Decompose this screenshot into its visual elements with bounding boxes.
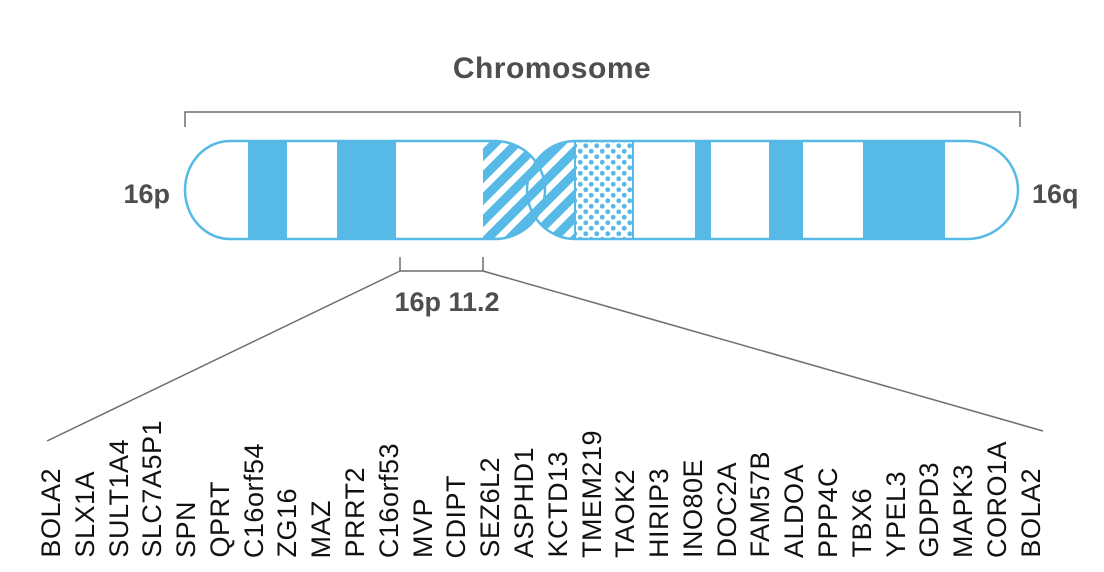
gene-label: BOLA2 [1015, 468, 1046, 558]
band-dots [576, 141, 632, 239]
gene-label: QPRT [204, 481, 235, 558]
gene-label: DOC2A [711, 462, 742, 558]
gene-label: SLC7A5P1 [137, 420, 168, 558]
gene-label: CORO1A [981, 440, 1012, 558]
gene-label: TMEM219 [576, 429, 607, 558]
gene-label: MAPK3 [948, 463, 979, 558]
gene-label: ZG16 [272, 488, 303, 558]
p-arm-outline [183, 139, 547, 241]
zoom-line-right [482, 270, 1044, 432]
gene-label: ALDOA [779, 463, 810, 558]
gene-label: ASPHD1 [508, 446, 539, 558]
gene-label: TBX6 [846, 488, 877, 558]
gene-label: MVP [407, 497, 438, 558]
q-arm-label: 16q [1032, 179, 1079, 209]
band-hatch [527, 141, 575, 239]
gene-label: GDPD3 [914, 462, 945, 558]
q-arm-outline [525, 139, 1020, 241]
gene-label: SULT1A4 [103, 439, 134, 558]
band-divider [574, 141, 576, 239]
region-bracket [399, 257, 484, 272]
gene-label: INO80E [677, 458, 708, 558]
zoom-line-left [46, 270, 401, 442]
band-solid [863, 141, 945, 239]
gene-label: HIRIP3 [644, 467, 675, 558]
region-label: 16p 11.2 [394, 287, 500, 317]
gene-label: PRRT2 [340, 467, 371, 558]
band-solid [695, 141, 711, 239]
gene-label: C16orf54 [238, 442, 269, 558]
gene-label: TAOK2 [610, 468, 641, 558]
gene-label: BOLA2 [36, 468, 66, 558]
band-solid [248, 141, 287, 239]
gene-label: SPN [171, 500, 202, 558]
band-solid [769, 141, 803, 239]
gene-label: SLX1A [69, 471, 100, 558]
band-divider [632, 141, 634, 239]
gene-label: CDIPT [441, 474, 472, 559]
gene-label: YPEL3 [880, 471, 911, 558]
gene-label: PPP4C [812, 466, 843, 558]
gene-label: KCTD13 [542, 451, 573, 558]
gene-label: C16orf53 [373, 442, 404, 558]
gene-label: SEZ6L2 [475, 457, 506, 558]
gene-label: MAZ [306, 499, 337, 559]
band-solid [337, 141, 396, 239]
p-arm-label: 16p [123, 179, 170, 209]
gene-label: FAM57B [745, 451, 776, 558]
diagram-title: Chromosome [452, 52, 652, 85]
chromosome-span-bracket [184, 111, 1021, 127]
